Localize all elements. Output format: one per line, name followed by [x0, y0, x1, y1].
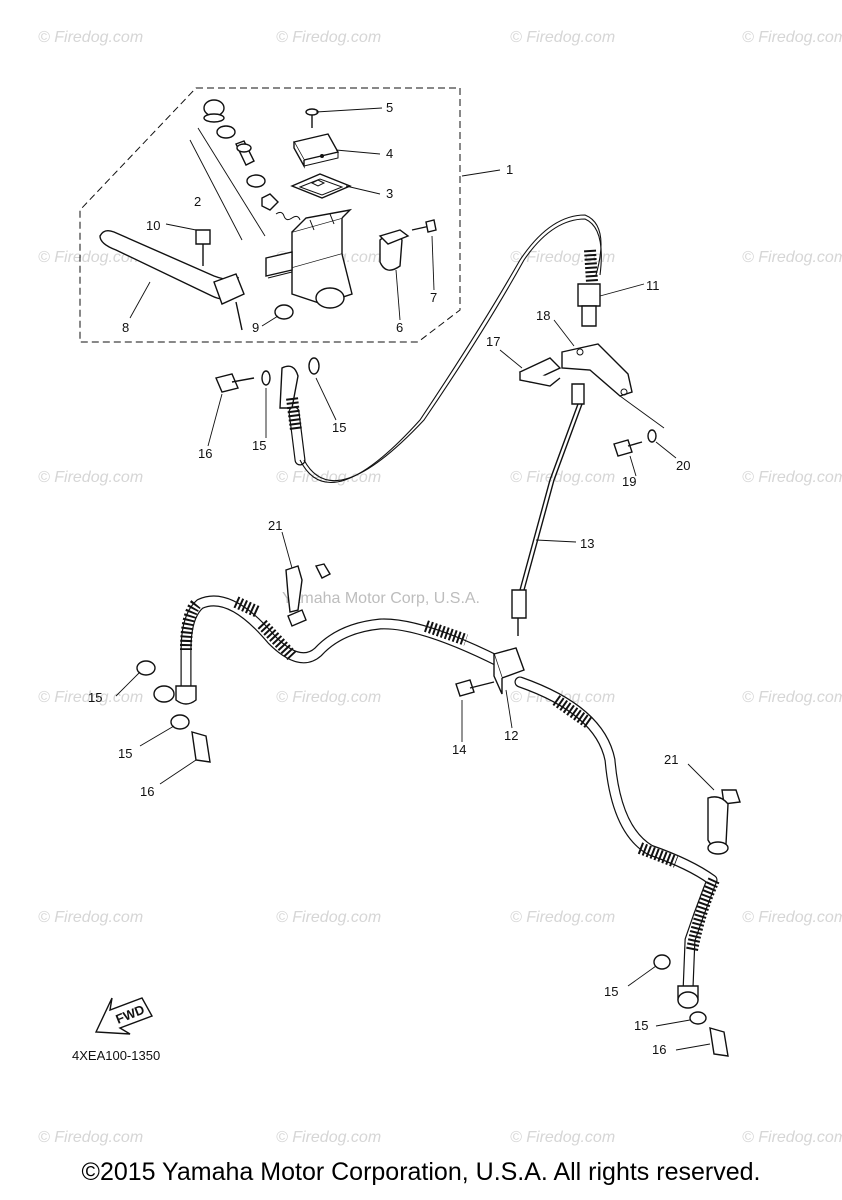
callout-15: 15 [118, 746, 132, 761]
watermark: © Firedog.com [742, 29, 842, 46]
leader-lines [115, 107, 715, 1051]
callout-16: 16 [198, 446, 212, 461]
callout-19: 19 [622, 474, 636, 489]
bolt-19-washer-20 [613, 429, 657, 457]
callout-5: 5 [386, 100, 393, 115]
assembly-boundary [79, 87, 461, 343]
callout-15: 15 [604, 984, 618, 999]
callout-9: 9 [252, 320, 259, 335]
watermark: © Firedog.com [38, 469, 143, 486]
callout-11: 11 [646, 278, 660, 293]
callout-20: 20 [676, 458, 690, 473]
callout-3: 3 [386, 186, 393, 201]
callout-21: 21 [268, 518, 282, 533]
watermark: © Firedog.com [510, 909, 615, 926]
watermark: © Firedog.com [276, 469, 381, 486]
fwd-arrow: FWD [94, 997, 154, 1035]
callout-7: 7 [430, 290, 437, 305]
clip-21-right [707, 789, 741, 855]
callout-15: 15 [88, 690, 102, 705]
watermark: © Firedog.com [38, 909, 143, 926]
center-watermark: Yamaha Motor Corp, U.S.A. [282, 590, 480, 607]
watermark: © Firedog.com [276, 909, 381, 926]
lower-fasteners [136, 660, 729, 1057]
callout-16: 16 [652, 1042, 666, 1057]
watermark-layer: © Firedog.com © Firedog.com © Firedog.co… [38, 29, 842, 1146]
diagram-code: 4XEA100-1350 [72, 1048, 160, 1063]
watermark: © Firedog.com [510, 469, 615, 486]
watermark: © Firedog.com [276, 1129, 381, 1146]
master-cylinder-group [99, 99, 437, 331]
watermark: © Firedog.com [742, 1129, 842, 1146]
callout-12: 12 [504, 728, 518, 743]
watermark: © Firedog.com [276, 689, 381, 706]
brake-pipe-13 [511, 383, 585, 636]
watermark: © Firedog.com [38, 29, 143, 46]
hose-fitting-11 [577, 249, 601, 327]
watermark: © Firedog.com [38, 1129, 143, 1146]
callout-15: 15 [634, 1018, 648, 1033]
callout-16: 16 [140, 784, 154, 799]
watermark: © Firedog.com [276, 29, 381, 46]
watermark: © Firedog.com [742, 249, 842, 266]
watermark: © Firedog.com [38, 249, 143, 266]
watermark: © Firedog.com [510, 1129, 615, 1146]
callouts: 1 2 3 4 5 6 7 8 9 10 11 12 13 14 15 15 1… [88, 100, 690, 1057]
watermark: © Firedog.com [510, 29, 615, 46]
callout-2: 2 [194, 194, 201, 209]
callout-14: 14 [452, 742, 466, 757]
callout-13: 13 [580, 536, 594, 551]
callout-4: 4 [386, 146, 393, 161]
callout-15: 15 [252, 438, 266, 453]
watermark: © Firedog.com [38, 689, 143, 706]
upper-banjo-group [215, 357, 320, 466]
callout-8: 8 [122, 320, 129, 335]
watermark: © Firedog.com [510, 249, 615, 266]
callout-15: 15 [332, 420, 346, 435]
callout-18: 18 [536, 308, 550, 323]
watermark: © Firedog.com [742, 689, 842, 706]
callout-10: 10 [146, 218, 160, 233]
callout-6: 6 [396, 320, 403, 335]
callout-17: 17 [486, 334, 500, 349]
clip-21-left [285, 563, 331, 627]
watermark: © Firedog.com [742, 469, 842, 486]
watermark: © Firedog.com [742, 909, 842, 926]
callout-21: 21 [664, 752, 678, 767]
copyright-footer: ©2015 Yamaha Motor Corporation, U.S.A. A… [81, 1158, 761, 1186]
bracket-17-18 [518, 343, 665, 429]
front-hoses [153, 595, 720, 1009]
callout-1: 1 [506, 162, 513, 177]
